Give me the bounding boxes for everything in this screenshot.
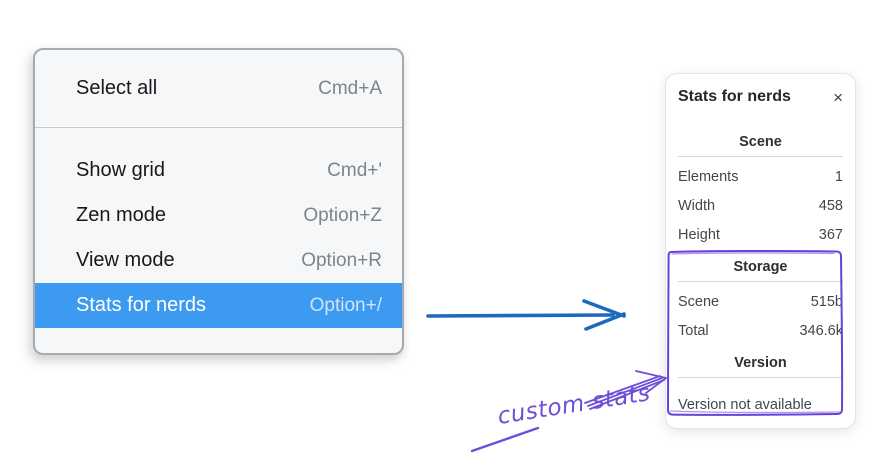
context-menu: Select all Cmd+A Show grid Cmd+' Zen mod… — [33, 48, 404, 355]
menu-item-label: Stats for nerds — [76, 294, 207, 316]
section-heading-version: Version — [734, 355, 787, 371]
close-icon[interactable]: × — [833, 87, 843, 107]
stat-row-scene-size: Scene 515b — [678, 287, 843, 316]
menu-item-label: Show grid — [76, 159, 165, 181]
menu-item-view-mode[interactable]: View mode Option+R — [35, 238, 402, 283]
stat-label: Total — [678, 322, 709, 339]
stat-value: 367 — [818, 226, 843, 243]
stat-row-total-size: Total 346.6k — [678, 316, 843, 345]
version-note: Version not available — [678, 397, 812, 413]
section-heading-scene: Scene — [739, 134, 782, 150]
stat-label: Scene — [678, 293, 720, 310]
menu-item-shortcut: Option+/ — [309, 294, 382, 316]
stat-row-width: Width 458 — [678, 191, 843, 220]
stat-value: 515b — [810, 293, 843, 310]
section-divider — [678, 377, 843, 378]
menu-item-stats-for-nerds[interactable]: Stats for nerds Option+/ — [35, 283, 402, 328]
menu-item-label: Select all — [76, 77, 158, 99]
custom-stats-annotation: custom stats — [495, 380, 653, 430]
section-heading-storage: Storage — [733, 259, 788, 275]
blue-arrow — [426, 299, 626, 331]
stat-label: Height — [678, 226, 720, 243]
menu-item-select-all[interactable]: Select all Cmd+A — [35, 66, 402, 111]
menu-item-shortcut: Option+Z — [303, 204, 382, 226]
stat-value: 346.6k — [799, 322, 843, 339]
menu-item-show-grid[interactable]: Show grid Cmd+' — [35, 148, 402, 193]
menu-item-zen-mode[interactable]: Zen mode Option+Z — [35, 193, 402, 238]
section-divider — [678, 281, 843, 282]
stats-panel-header: Stats for nerds × — [678, 86, 843, 108]
menu-item-label: Zen mode — [76, 204, 167, 226]
menu-item-shortcut: Option+R — [301, 249, 382, 271]
menu-item-shortcut: Cmd+A — [318, 77, 382, 99]
stat-value: 458 — [818, 197, 843, 214]
stat-row-height: Height 367 — [678, 220, 843, 249]
stat-label: Width — [678, 197, 716, 214]
stat-row-elements: Elements 1 — [678, 162, 843, 191]
menu-item-shortcut: Cmd+' — [327, 159, 382, 181]
annotation-underline — [470, 426, 540, 453]
menu-divider — [35, 127, 402, 128]
menu-item-label: View mode — [76, 249, 175, 271]
stats-panel: Stats for nerds × Scene Elements 1 Width… — [665, 73, 856, 429]
stats-panel-title: Stats for nerds — [678, 88, 791, 105]
stat-label: Elements — [678, 168, 739, 185]
stat-value: 1 — [834, 168, 843, 185]
section-divider — [678, 156, 843, 157]
